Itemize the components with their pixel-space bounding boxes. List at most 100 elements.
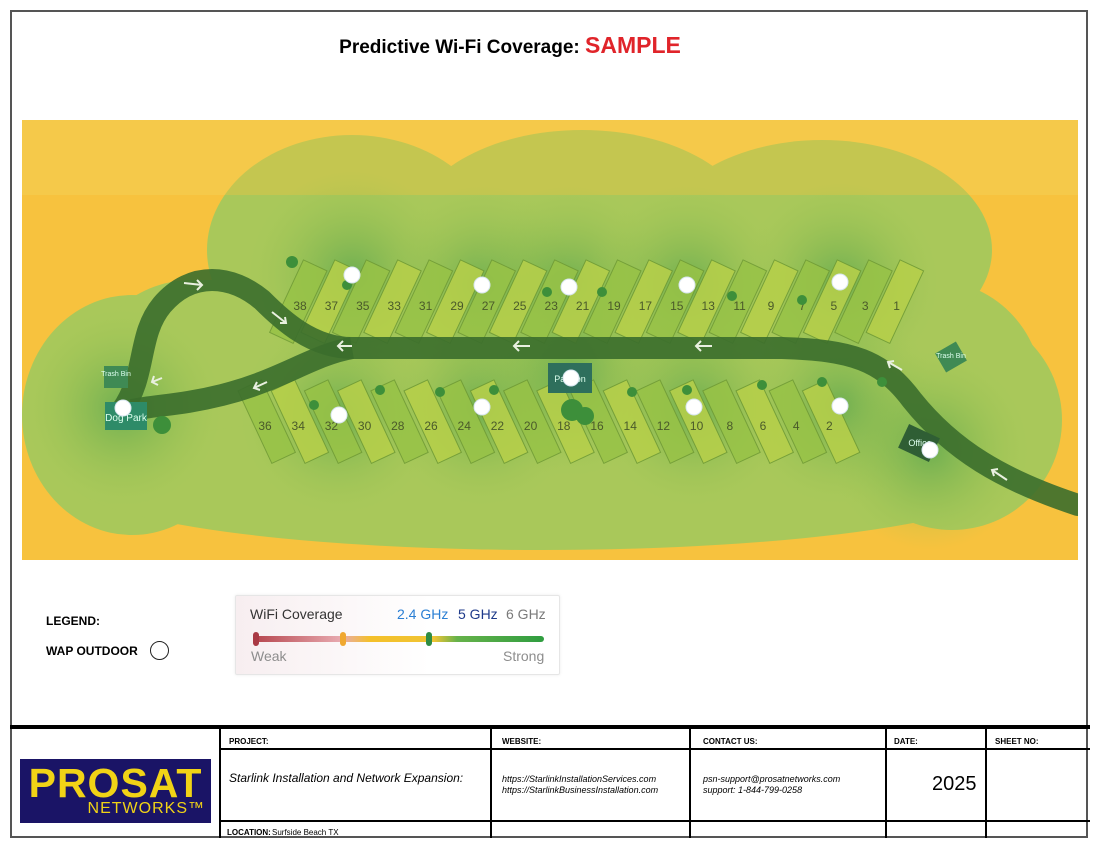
title-block-divider-2 <box>490 729 492 838</box>
lot-number: 29 <box>450 299 464 313</box>
lot-parcel <box>768 379 828 465</box>
freq-2-4-ghz[interactable]: 2.4 GHz <box>397 606 449 622</box>
sheet-no-label: SHEET NO: <box>995 737 1039 746</box>
coverage-weak-label: Weak <box>251 648 287 664</box>
lot-parcel <box>865 259 925 345</box>
prosat-logo: PROSAT NETWORKS™ <box>20 759 211 823</box>
lot-number: 21 <box>576 299 590 313</box>
lot-parcel <box>834 259 893 345</box>
lot-parcel <box>635 379 695 465</box>
wap-outdoor-marker[interactable] <box>831 397 849 415</box>
title-block-top-rule <box>10 725 1090 729</box>
wap-outdoor-marker[interactable] <box>562 369 580 387</box>
coverage-strong-label: Strong <box>503 648 545 664</box>
location-label: LOCATION: <box>227 828 271 837</box>
contact-label: CONTACT US: <box>703 737 758 746</box>
main-road <box>111 269 1078 516</box>
lot-number: 33 <box>388 299 402 313</box>
title-highlight: SAMPLE <box>585 32 681 58</box>
wap-markers <box>114 266 939 459</box>
wap-outdoor-marker[interactable] <box>921 441 939 459</box>
freq-5-ghz[interactable]: 5 GHz <box>458 606 498 622</box>
lot-number: 30 <box>358 419 372 433</box>
trash-bin-right <box>935 341 967 373</box>
freq-6-ghz[interactable]: 6 GHz <box>506 606 546 622</box>
title-block-bottom-rule <box>221 820 1090 822</box>
lot-number: 10 <box>690 419 704 433</box>
lot-parcel <box>370 379 429 465</box>
wap-outdoor-legend-icon <box>150 641 169 660</box>
contact-phone[interactable]: support: 1-844-799-0258 <box>703 785 803 795</box>
lot-number: 18 <box>557 419 571 433</box>
lot-number: 36 <box>258 419 272 433</box>
trash-bin-right-label: Trash Bin <box>936 353 966 360</box>
lot-parcel <box>403 379 463 465</box>
wap-outdoor-marker[interactable] <box>678 276 696 294</box>
website-link-1[interactable]: https://StarlinkInstallationServices.com <box>502 774 657 784</box>
coverage-title: WiFi Coverage <box>250 606 343 622</box>
logo-wordmark: PROSAT <box>28 760 203 806</box>
lot-number: 3 <box>862 299 869 313</box>
title-block-divider-5 <box>985 729 987 838</box>
lot-number: 5 <box>830 299 837 313</box>
wap-outdoor-marker[interactable] <box>473 276 491 294</box>
lot-number: 11 <box>733 299 746 313</box>
lot-number: 28 <box>391 419 405 433</box>
wap-outdoor-marker[interactable] <box>685 398 703 416</box>
wap-outdoor-marker[interactable] <box>560 278 578 296</box>
lot-number: 17 <box>639 299 653 313</box>
wap-outdoor-marker[interactable] <box>114 399 132 417</box>
lot-number: 27 <box>482 299 496 313</box>
date-label: DATE: <box>894 737 918 746</box>
lot-number: 23 <box>545 299 559 313</box>
lot-number: 8 <box>726 419 733 433</box>
lot-parcel <box>336 379 396 465</box>
trash-bin-left <box>104 366 128 388</box>
lot-number: 22 <box>491 419 505 433</box>
lot-number: 4 <box>793 419 800 433</box>
lot-number: 9 <box>768 299 775 313</box>
lot-number: 15 <box>670 299 684 313</box>
page-title: Predictive Wi-Fi Coverage: SAMPLE <box>0 32 1020 59</box>
title-prefix: Predictive Wi-Fi Coverage: <box>339 37 580 58</box>
project-label: PROJECT: <box>229 737 269 746</box>
lot-number: 2 <box>826 419 833 433</box>
lot-number: 12 <box>657 419 671 433</box>
title-block-divider-1 <box>219 729 221 838</box>
lot-number: 24 <box>458 419 472 433</box>
lot-number: 6 <box>760 419 767 433</box>
title-block-header-rule <box>221 748 1090 750</box>
wap-outdoor-marker[interactable] <box>343 266 361 284</box>
wap-outdoor-marker[interactable] <box>473 398 491 416</box>
lot-parcel <box>602 379 662 465</box>
lot-number: 19 <box>607 299 621 313</box>
coverage-gradient-bar <box>253 632 544 646</box>
location-value: Surfside Beach TX <box>272 828 339 837</box>
mid-marker <box>340 632 346 646</box>
lot-parcel <box>702 379 761 465</box>
wap-outdoor-marker[interactable] <box>330 406 348 424</box>
wap-outdoor-marker[interactable] <box>831 273 849 291</box>
lot-number: 37 <box>325 299 339 313</box>
wifi-coverage-card: WiFi Coverage 2.4 GHz 5 GHz 6 GHz Weak S… <box>235 595 560 675</box>
website-link-2[interactable]: https://StarlinkBusinessInstallation.com <box>502 785 659 795</box>
legend-wap-label: WAP OUTDOOR <box>46 644 138 658</box>
lot-parcel <box>668 379 728 465</box>
date-value: 2025 <box>932 773 977 795</box>
contact-email[interactable]: psn-support@prosatnetworks.com <box>703 774 841 784</box>
website-label: WEBSITE: <box>502 737 542 746</box>
drawing-sheet <box>10 10 1088 838</box>
lot-number: 1 <box>893 299 900 313</box>
road-loop <box>129 337 355 421</box>
weak-top-overlay <box>22 120 1078 195</box>
lot-parcel <box>436 379 496 465</box>
dog-park-label: Dog Park <box>105 413 148 424</box>
lot-number: 26 <box>424 419 438 433</box>
lot-number: 20 <box>524 419 538 433</box>
road-direction-arrows <box>150 279 1008 481</box>
lot-number: 14 <box>624 419 638 433</box>
weak-marker <box>253 632 259 646</box>
legend-title: LEGEND: <box>46 614 100 628</box>
